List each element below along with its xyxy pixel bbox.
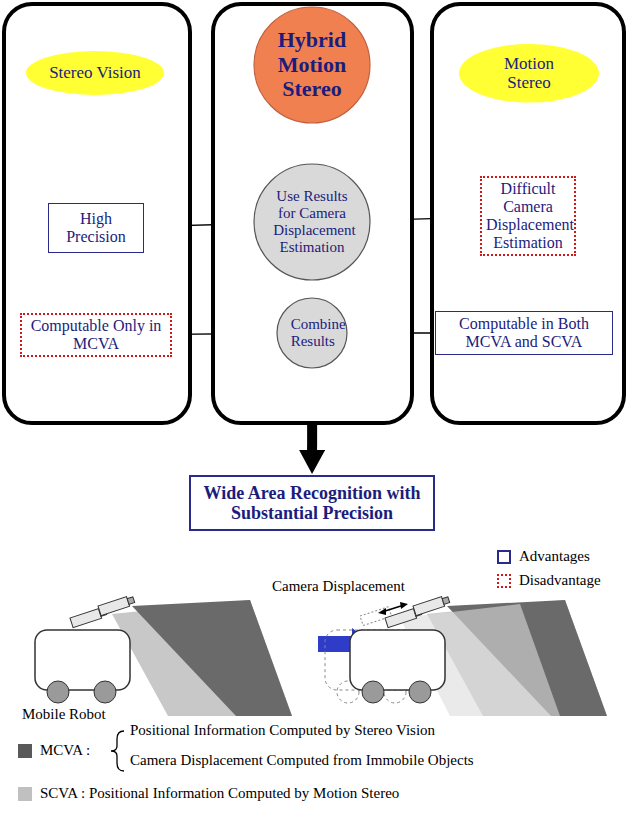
process-circle: Use Results for Camera Displacement Esti… (253, 163, 371, 281)
node-text: Hybrid Motion Stereo (273, 28, 351, 102)
arrow-head (400, 602, 408, 609)
node-text: Motion Stereo (481, 54, 577, 92)
advantage-box: High Precision (48, 203, 144, 253)
legend-text: SCVA : Positional Information Computed b… (40, 785, 399, 802)
heading-ellipse: Motion Stereo (458, 43, 600, 104)
arrow-head (378, 608, 386, 615)
robot-wheel (362, 681, 384, 703)
legend-text: Disadvantage (519, 572, 601, 589)
camera (98, 595, 135, 616)
view-overlap (132, 600, 292, 716)
heading-ellipse: Stereo Vision (25, 50, 165, 96)
legend-item: Advantages (497, 548, 590, 565)
legend-swatch (18, 744, 32, 758)
legend-item: Disadvantage (497, 572, 601, 589)
annotation-label: Positional Information Computed by Stere… (130, 722, 435, 739)
legend-item: SCVA : Positional Information Computed b… (18, 785, 399, 802)
column-panel: Stereo VisionHigh PrecisionComputable On… (2, 2, 192, 425)
view-cone (112, 600, 292, 716)
node-text: Computable Only in MCVA (26, 317, 166, 353)
annotation-label: Camera Displacement (272, 578, 405, 595)
annotation-label: Camera Displacement Computed from Immobi… (130, 752, 474, 769)
legend-item: MCVA : (18, 742, 90, 759)
robot-wheel (409, 681, 431, 703)
column-panel: Hybrid Motion StereoUse Results for Came… (211, 2, 414, 425)
node-text: Stereo Vision (49, 63, 141, 82)
legend-swatch (497, 550, 511, 564)
column-panel: Motion StereoDifficult Camera Displaceme… (430, 2, 626, 425)
legend-swatch (18, 787, 32, 801)
node-text: Difficult Camera Displacement Estimation (486, 180, 570, 252)
legend-text: Advantages (519, 548, 590, 565)
result-box: Wide Area Recognition with Substantial P… (189, 475, 435, 531)
disadvantage-box: Difficult Camera Displacement Estimation (480, 176, 576, 256)
brace (111, 731, 124, 771)
robot-after (325, 595, 607, 716)
annotation-label: Mobile Robot (22, 706, 106, 723)
advantage-box: Computable in Both MCVA and SCVA (435, 311, 613, 355)
node-text: Computable in Both MCVA and SCVA (441, 315, 607, 351)
node-text: Wide Area Recognition with Substantial P… (195, 483, 429, 523)
robot-wheel (47, 681, 69, 703)
robot-before (35, 595, 292, 716)
robot-body (350, 630, 445, 690)
node-text: Use Results for Camera Displacement Esti… (273, 188, 351, 255)
disadvantage-box: Computable Only in MCVA (20, 313, 172, 357)
node-text: High Precision (54, 210, 138, 246)
title-circle: Hybrid Motion Stereo (253, 6, 371, 124)
robot-body (35, 630, 130, 690)
legend-swatch (497, 574, 511, 588)
robot-wheel (94, 681, 116, 703)
node-text: Combine Results (291, 316, 334, 350)
connector-arrow (307, 425, 317, 450)
legend-text: MCVA : (40, 742, 90, 759)
process-circle: Combine Results (276, 297, 348, 369)
camera (413, 595, 450, 616)
